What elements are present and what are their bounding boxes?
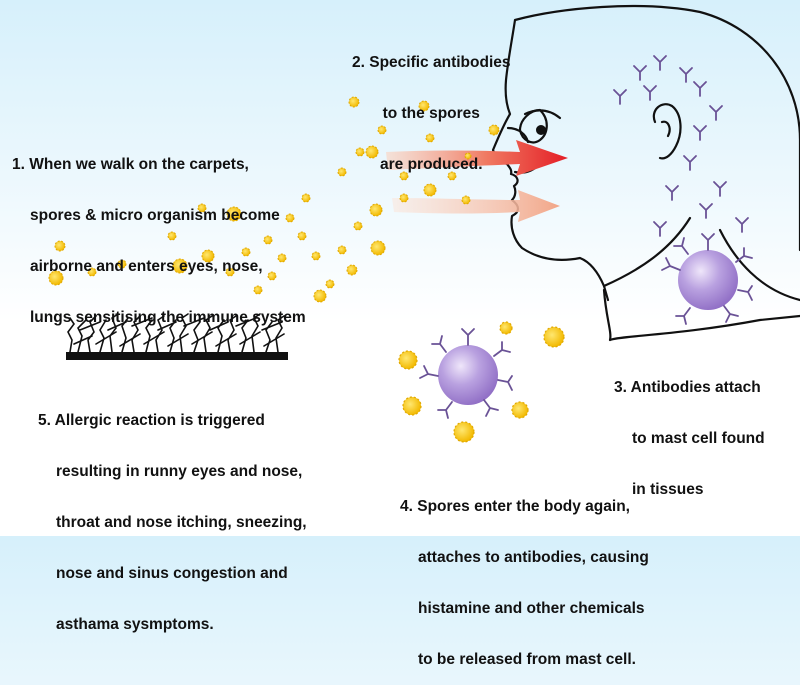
allergy-diagram: { "steps": { "step1": { "lines": ["1. Wh… bbox=[0, 0, 800, 668]
human-head-outline bbox=[491, 4, 800, 342]
step-3-label: 3. Antibodies attach to mast cell found … bbox=[614, 379, 765, 498]
mast-cell-neck bbox=[661, 233, 753, 325]
step-1-label: 1. When we walk on the carpets, spores &… bbox=[12, 156, 306, 326]
spores-lower-cluster bbox=[398, 321, 529, 443]
carpet-illustration bbox=[66, 313, 288, 360]
antibodies-group bbox=[613, 55, 749, 237]
step-2-label: 2. Specific antibodies to the spores are… bbox=[352, 54, 511, 173]
airborne-spores bbox=[48, 96, 500, 303]
spore-neck bbox=[543, 326, 565, 348]
step-5-label: 5. Allergic reaction is triggered result… bbox=[38, 412, 307, 633]
step-4-label: 4. Spores enter the body again, attaches… bbox=[400, 498, 649, 668]
mast-cell-lower bbox=[419, 328, 513, 419]
red-arrow-into-nose bbox=[386, 140, 568, 176]
light-arrow-into-mouth bbox=[392, 190, 560, 222]
diagram-canvas bbox=[48, 4, 800, 443]
